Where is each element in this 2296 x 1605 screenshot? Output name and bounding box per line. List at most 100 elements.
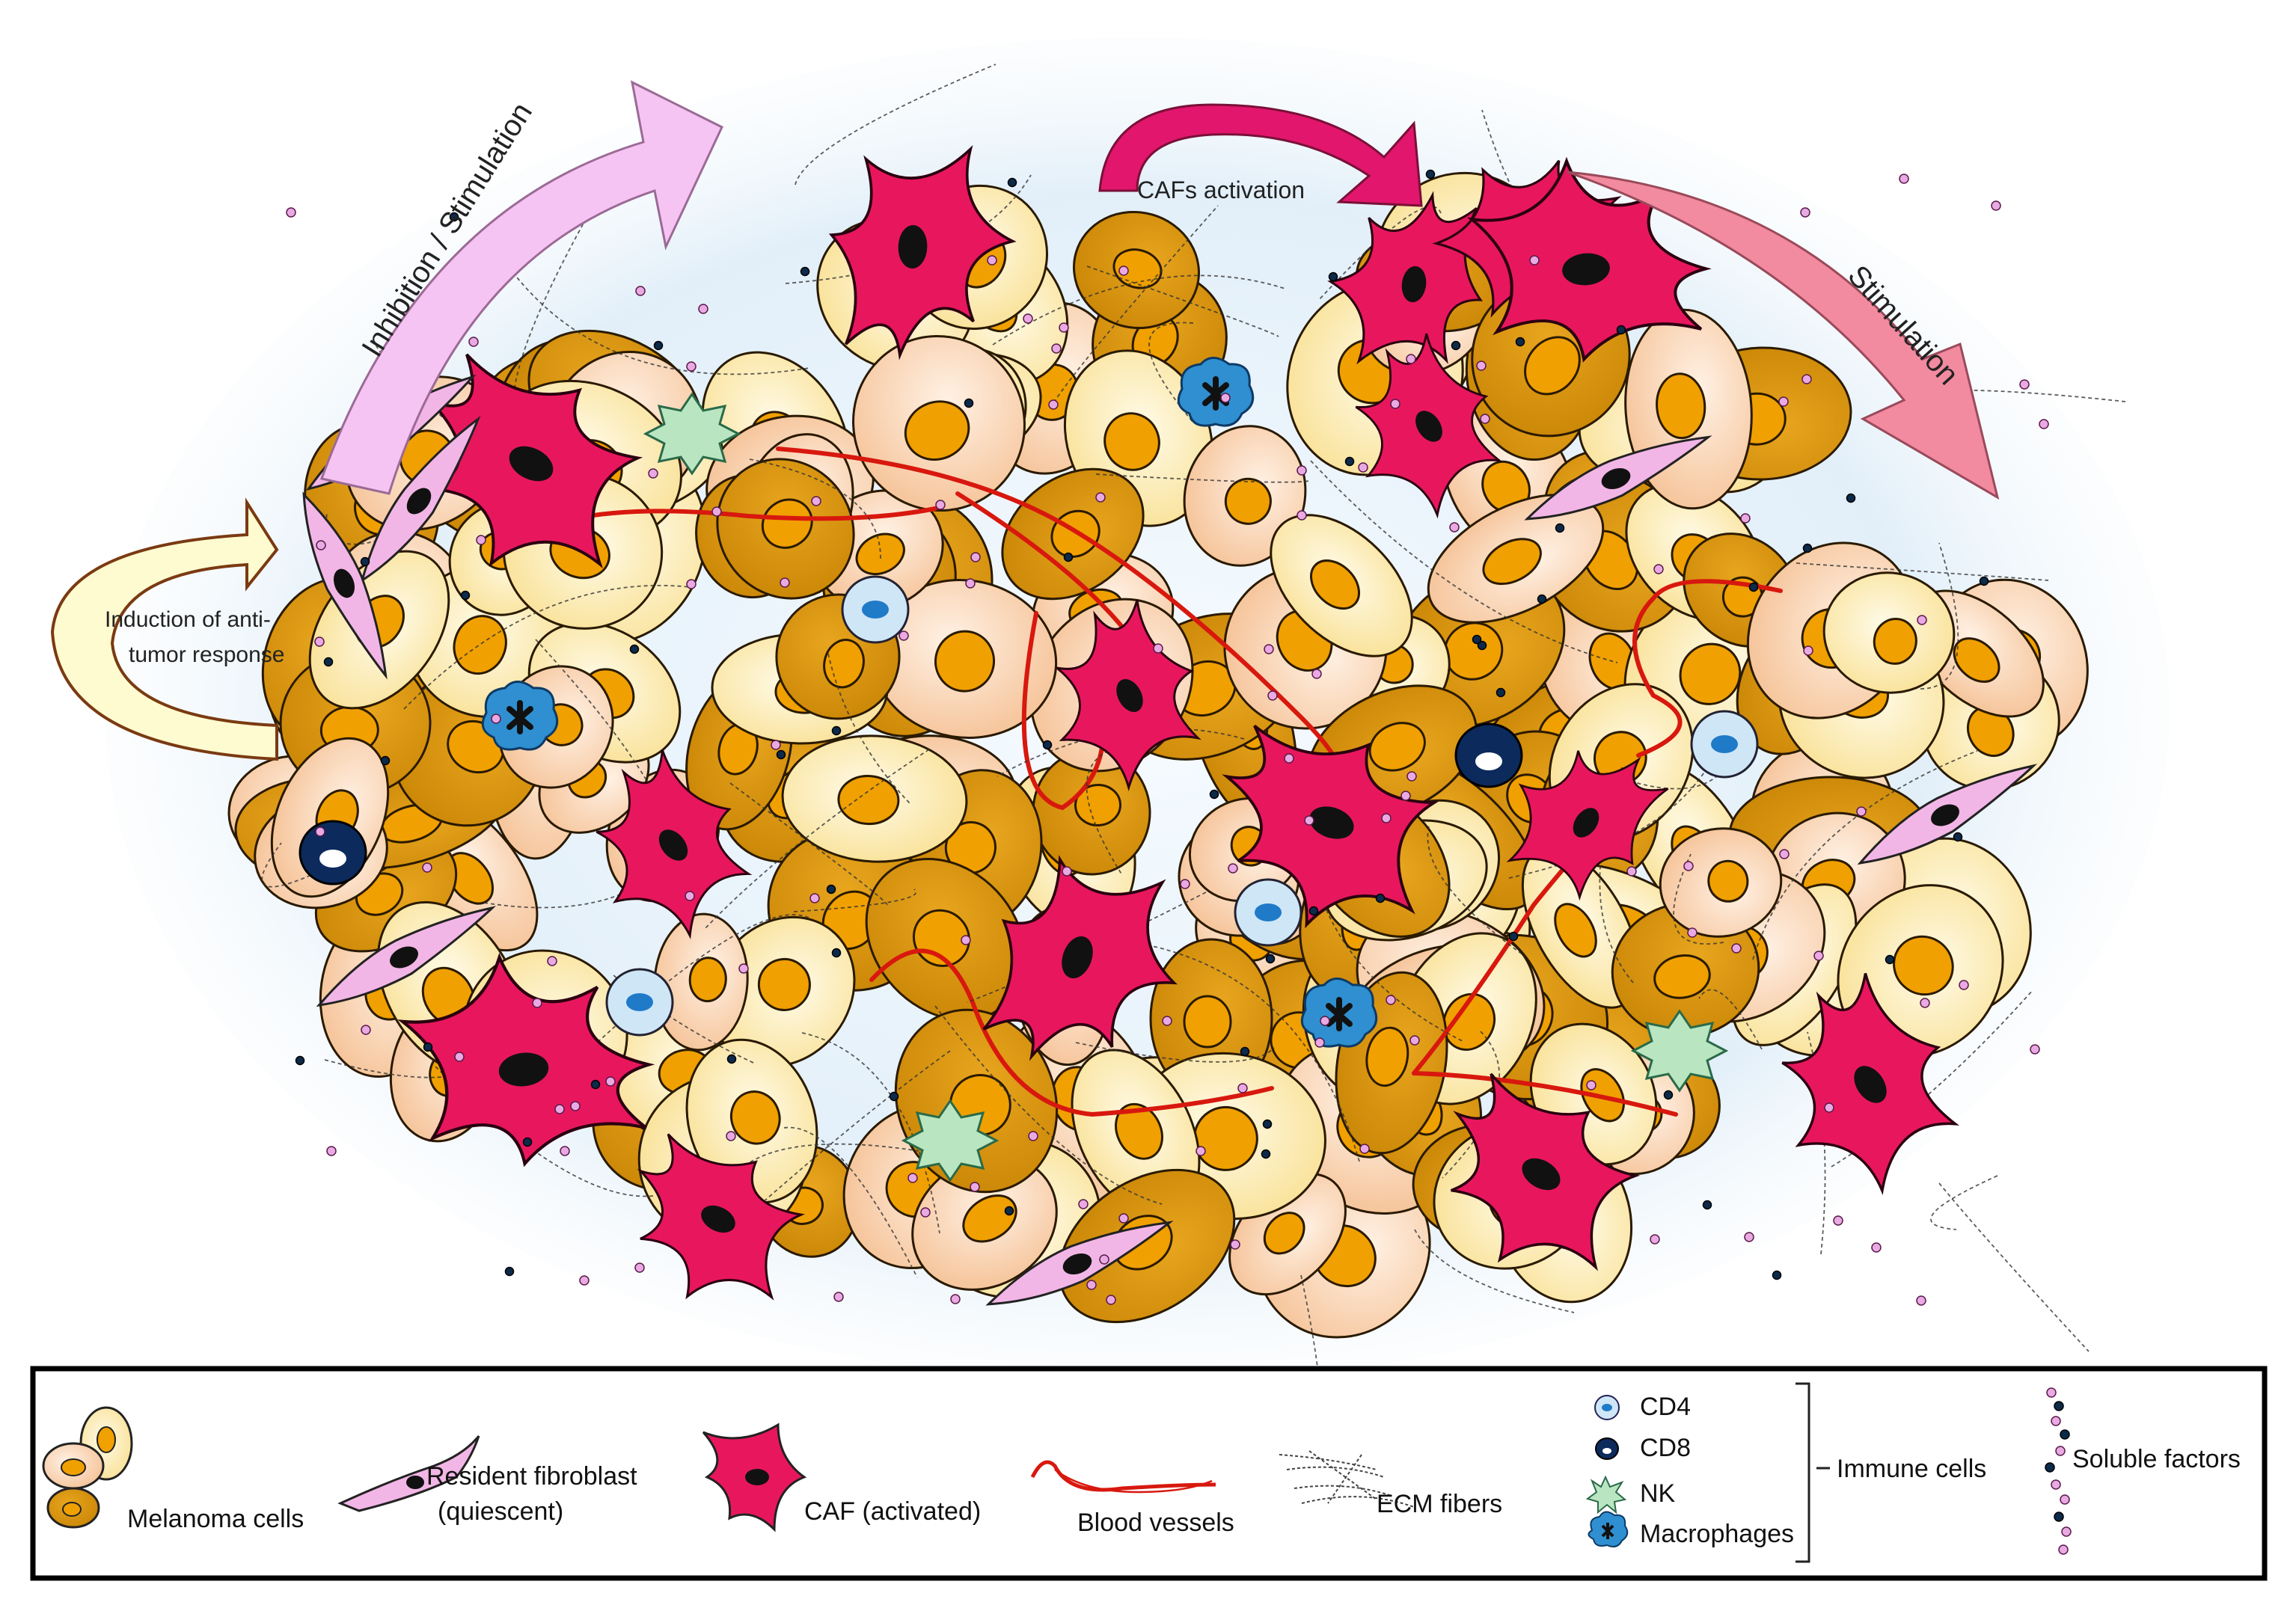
caf-nucleus: [658, 829, 688, 861]
legend-caf-label: CAF (activated): [804, 1497, 981, 1526]
cell-nucleus: [1442, 992, 1496, 1052]
caf-nucleus: [1415, 411, 1442, 442]
nk-cell: [643, 392, 741, 476]
caf-cell: [1466, 156, 1712, 363]
legend-soluble-dot: [2058, 1544, 2069, 1555]
soluble-factor-dot: [698, 304, 708, 314]
legend-box: [30, 1366, 2268, 1581]
blood-vessel: [869, 948, 1274, 1117]
soluble-factor-dot: [1824, 1102, 1834, 1113]
ecm-fiber-network: [261, 64, 2126, 1491]
cell-nucleus: [962, 1194, 1017, 1243]
soluble-factor-dot: [1237, 1083, 1248, 1093]
soluble-factor-dot: [1059, 322, 1069, 333]
soluble-factor-dot: [1220, 393, 1231, 403]
soluble-factor-dot: [1991, 200, 2001, 211]
melanoma-cell: [911, 1155, 1058, 1291]
ecm-fiber: [613, 975, 754, 1064]
soluble-factor-dot: [1856, 806, 1867, 817]
legend-soluble-label: Soluble factors: [2072, 1445, 2241, 1473]
soluble-factor-dot: [380, 755, 391, 766]
soluble-factor-dot: [1264, 644, 1274, 654]
soluble-factor-dot: [1916, 1295, 1926, 1306]
ecm-fiber: [1075, 1042, 1275, 1063]
soluble-factor-dot: [833, 1292, 844, 1302]
soluble-factor-dot: [1537, 594, 1547, 604]
soluble-factor-dot: [2030, 1044, 2040, 1055]
cell-nucleus: [688, 957, 727, 1003]
legend-ecm-label: ECM fibers: [1377, 1490, 1502, 1518]
ecm-fiber: [1623, 743, 1737, 790]
resident-fibroblast: [316, 906, 497, 1007]
soluble-factor-dot: [1023, 313, 1033, 324]
soluble-factor-dot: [1297, 465, 1307, 476]
svg-text:tumor response: tumor response: [129, 642, 284, 667]
caf-nucleus: [1062, 936, 1093, 979]
ecm-fiber: [992, 274, 1286, 346]
soluble-factor-dot: [970, 552, 981, 562]
soluble-factor-dot: [1028, 1131, 1038, 1141]
soluble-factor-dot: [1007, 177, 1017, 188]
melanoma-cell: [1822, 571, 1956, 694]
caf-cell: [637, 1133, 805, 1301]
ecm-fiber: [1086, 266, 1279, 337]
soluble-factor-dot: [1899, 174, 1909, 184]
cell-nucleus: [1263, 1212, 1305, 1255]
cd4-cell: [1234, 878, 1302, 947]
soluble-factor-dot: [907, 1173, 918, 1183]
cell-nucleus: [757, 957, 811, 1011]
ecm-fiber: [1752, 750, 1978, 960]
soluble-factor-dot: [964, 398, 974, 408]
legend-blood-vessels-label: Blood vessels: [1077, 1509, 1234, 1537]
nk-body: [901, 1099, 999, 1182]
soluble-factor-dot: [1653, 564, 1664, 574]
soluble-factor-dot: [1314, 1037, 1325, 1048]
ecm-fiber: [1148, 322, 1194, 423]
cd8-nucleus: [1475, 752, 1502, 770]
soluble-factor-dot: [780, 577, 790, 588]
legend-blood-vessel-icon: [1030, 1460, 1216, 1494]
soluble-factor-dot: [1311, 669, 1322, 679]
cell-nucleus: [1183, 995, 1232, 1049]
soluble-factor-dot: [295, 1055, 305, 1066]
soluble-factor-dot: [316, 540, 326, 550]
soluble-factor-dot: [1683, 861, 1694, 871]
cell-nucleus: [1653, 954, 1711, 999]
soluble-factor-dot: [1731, 943, 1742, 954]
soluble-factor-dot: [547, 956, 557, 966]
soluble-factor-dot: [1702, 1200, 1712, 1210]
soluble-factor-dot: [1400, 791, 1411, 801]
soluble-factor-dot: [1386, 995, 1396, 1005]
soluble-factor-dot: [590, 1079, 601, 1090]
soluble-factor-dot: [965, 578, 976, 589]
legend-cd4-icon: [1594, 1395, 1620, 1420]
cell-nucleus: [934, 630, 996, 693]
soluble-factor-dot: [1106, 1295, 1116, 1305]
legend-soluble-dot: [2054, 1512, 2064, 1522]
cd8-cell: [1454, 722, 1523, 788]
nk-cell: [901, 1099, 999, 1182]
fibroblast-nucleus: [1601, 467, 1631, 490]
soluble-factor-dot: [454, 1052, 465, 1062]
soluble-factor-dot: [315, 826, 325, 837]
macrophage-nucleus: [1326, 997, 1353, 1031]
cell-nucleus: [1482, 538, 1542, 586]
soluble-factor-dot: [605, 1076, 616, 1087]
soluble-factor-dot: [1375, 893, 1386, 903]
caf-cells: [397, 145, 1960, 1301]
ecm-fiber: [403, 584, 691, 710]
legend-soluble-dot: [2051, 1416, 2061, 1426]
fibroblast-nucleus: [1062, 1253, 1092, 1275]
soluble-factor-dot: [476, 535, 486, 545]
soluble-factor-dot: [1209, 789, 1219, 800]
cell-nucleus: [1112, 248, 1163, 289]
svg-text:CAFs activation: CAFs activation: [1137, 177, 1305, 203]
soluble-factor-dot: [686, 361, 697, 372]
soluble-factor-dot: [685, 891, 695, 901]
cell-nucleus: [1224, 477, 1272, 525]
svg-text:Induction of anti-: Induction of anti-: [105, 607, 271, 632]
legend-ecm-icon: [1279, 1450, 1415, 1508]
soluble-factor-dot: [554, 1104, 565, 1114]
melanoma-cell: [685, 1038, 818, 1204]
soluble-factor-dot: [634, 1262, 645, 1273]
